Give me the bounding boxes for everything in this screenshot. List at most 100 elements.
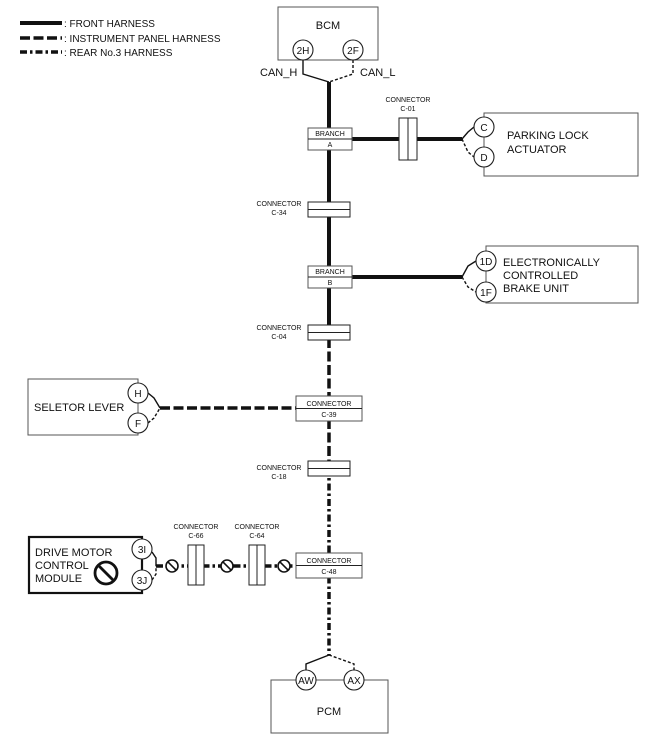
selector-lever-pin-f: [127, 412, 149, 434]
connector-c39-label-bottom: C-39: [321, 412, 336, 419]
brake-unit-box: [485, 245, 639, 304]
drive-motor-label-line1: DRIVE MOTOR: [35, 547, 112, 559]
connector-c04: CONNECTOR C-04: [257, 324, 351, 341]
selector-lever-pin-h-label: H: [134, 389, 141, 400]
pcm-pin-ax-label: AX: [347, 676, 361, 687]
can-h-label: CAN_H: [260, 67, 297, 79]
drive-motor-pin-3j: [131, 569, 153, 591]
bcm-module: BCM 2H 2F CAN_H CAN_L: [260, 6, 395, 79]
pcm-pin-aw: [295, 669, 317, 691]
selector-lever-box: [27, 378, 139, 436]
connector-c01: CONNECTOR C-01: [386, 97, 431, 161]
parking-lock-pin-d: [473, 146, 495, 168]
legend: : FRONT HARNESS : INSTRUMENT PANEL HARNE…: [20, 19, 221, 59]
branch-b-label-top: BRANCH: [315, 269, 345, 276]
legend-instrument-panel-label: : INSTRUMENT PANEL HARNESS: [64, 34, 221, 45]
connector-c34-label-bottom: C-34: [271, 210, 286, 217]
wire-selector-f: [147, 407, 161, 424]
selector-lever-pin-h: [127, 382, 149, 404]
connector-c64-label-bottom: C-64: [249, 533, 264, 540]
wire-selector-h: [147, 392, 161, 409]
drive-motor-box: [27, 535, 144, 595]
drive-motor-label-line2: CONTROL: [35, 560, 89, 572]
brake-unit: ELECTRONICALLY CONTROLLED BRAKE UNIT 1D …: [475, 245, 639, 304]
drive-motor-pin-3i-label: 3I: [138, 545, 146, 556]
branch-a-label-bottom: A: [328, 142, 333, 149]
parking-lock-label-line2: ACTUATOR: [507, 144, 567, 156]
pcm-label: PCM: [317, 706, 341, 718]
brake-unit-pin-1f-label: 1F: [480, 288, 492, 299]
wire-pcm-aw: [305, 654, 330, 672]
parking-lock-box: [483, 112, 639, 177]
drive-motor-pin-3i: [131, 538, 153, 560]
connector-c18: CONNECTOR C-18: [257, 460, 351, 481]
wire-brake-1f: [461, 276, 477, 293]
prohibited-icon: [93, 560, 119, 586]
brake-unit-label-line2: CONTROLLED: [503, 270, 578, 282]
connector-c34-label-top: CONNECTOR: [257, 201, 302, 208]
parking-lock-pin-d-label: D: [480, 153, 487, 164]
branch-b: BRANCH B: [307, 265, 353, 289]
parking-lock-label-line1: PARKING LOCK: [507, 130, 589, 142]
pcm-pin-aw-label: AW: [298, 676, 314, 687]
wire-parking-c: [461, 126, 475, 140]
connector-c48-label-top: CONNECTOR: [307, 558, 352, 565]
wire-can-l: [328, 60, 354, 83]
bcm-pin-2f-label: 2F: [347, 46, 359, 57]
connector-c01-label-bottom: C-01: [400, 106, 415, 113]
pcm-pin-ax: [343, 669, 365, 691]
brake-unit-pin-1d-label: 1D: [480, 257, 493, 268]
pcm-box: [270, 679, 389, 734]
connector-c04-label-top: CONNECTOR: [257, 325, 302, 332]
connector-c48-label-bottom: C-48: [321, 569, 336, 576]
parking-lock-actuator: PARKING LOCK ACTUATOR C D: [473, 112, 639, 177]
prohibited-icon: [220, 559, 234, 573]
can-l-label: CAN_L: [360, 67, 395, 79]
drive-motor-control-module: DRIVE MOTOR CONTROL MODULE 3I 3J: [27, 535, 153, 595]
selector-lever-pin-f-label: F: [135, 419, 141, 430]
connector-c18-label-bottom: C-18: [271, 474, 286, 481]
branch-a: BRANCH A: [307, 127, 353, 151]
brake-unit-label-line3: BRAKE UNIT: [503, 283, 569, 295]
parking-lock-pin-c-label: C: [480, 123, 487, 134]
connector-c39: CONNECTOR C-39: [295, 395, 363, 422]
drive-motor-pin-3j-label: 3J: [137, 576, 148, 587]
selector-lever: SELETOR LEVER H F: [27, 378, 149, 436]
connector-c39-label-top: CONNECTOR: [307, 401, 352, 408]
connector-c34: CONNECTOR C-34: [257, 201, 351, 218]
wire-drive-3i: [151, 551, 157, 566]
connector-c04-label-bottom: C-04: [271, 334, 286, 341]
bcm-label: BCM: [316, 20, 340, 32]
bcm-pin-2f: [342, 39, 364, 61]
connector-c64: CONNECTOR C-64: [235, 524, 280, 586]
connector-c18-label-top: CONNECTOR: [257, 465, 302, 472]
legend-front-label: : FRONT HARNESS: [64, 19, 155, 30]
pcm-module: PCM AW AX: [270, 669, 389, 734]
connector-c66: CONNECTOR C-66: [174, 524, 219, 586]
drive-motor-label-line3: MODULE: [35, 573, 82, 585]
connector-c01-label-top: CONNECTOR: [386, 97, 431, 104]
wire-parking-d: [461, 138, 475, 158]
connector-c66-label-top: CONNECTOR: [174, 524, 219, 531]
brake-unit-label-line1: ELECTRONICALLY: [503, 257, 601, 269]
parking-lock-pin-c: [473, 116, 495, 138]
wire-pcm-ax: [328, 654, 355, 672]
connector-c64-label-top: CONNECTOR: [235, 524, 280, 531]
prohibited-icon: [277, 559, 291, 573]
brake-unit-pin-1d: [475, 250, 497, 272]
legend-rear-label: : REAR No.3 HARNESS: [64, 48, 173, 59]
brake-unit-pin-1f: [475, 281, 497, 303]
wires: [147, 60, 477, 672]
connector-c48: CONNECTOR C-48: [295, 552, 363, 579]
branch-b-label-bottom: B: [328, 280, 333, 287]
branch-a-label-top: BRANCH: [315, 131, 345, 138]
wire-can-h: [302, 60, 330, 83]
bcm-pin-2h-label: 2H: [297, 46, 310, 57]
wire-drive-3j: [151, 566, 157, 581]
prohibited-icon: [165, 559, 179, 573]
wire-brake-1d: [461, 260, 477, 278]
connector-c66-label-bottom: C-66: [188, 533, 203, 540]
selector-lever-label: SELETOR LEVER: [34, 402, 124, 414]
bcm-pin-2h: [292, 39, 314, 61]
